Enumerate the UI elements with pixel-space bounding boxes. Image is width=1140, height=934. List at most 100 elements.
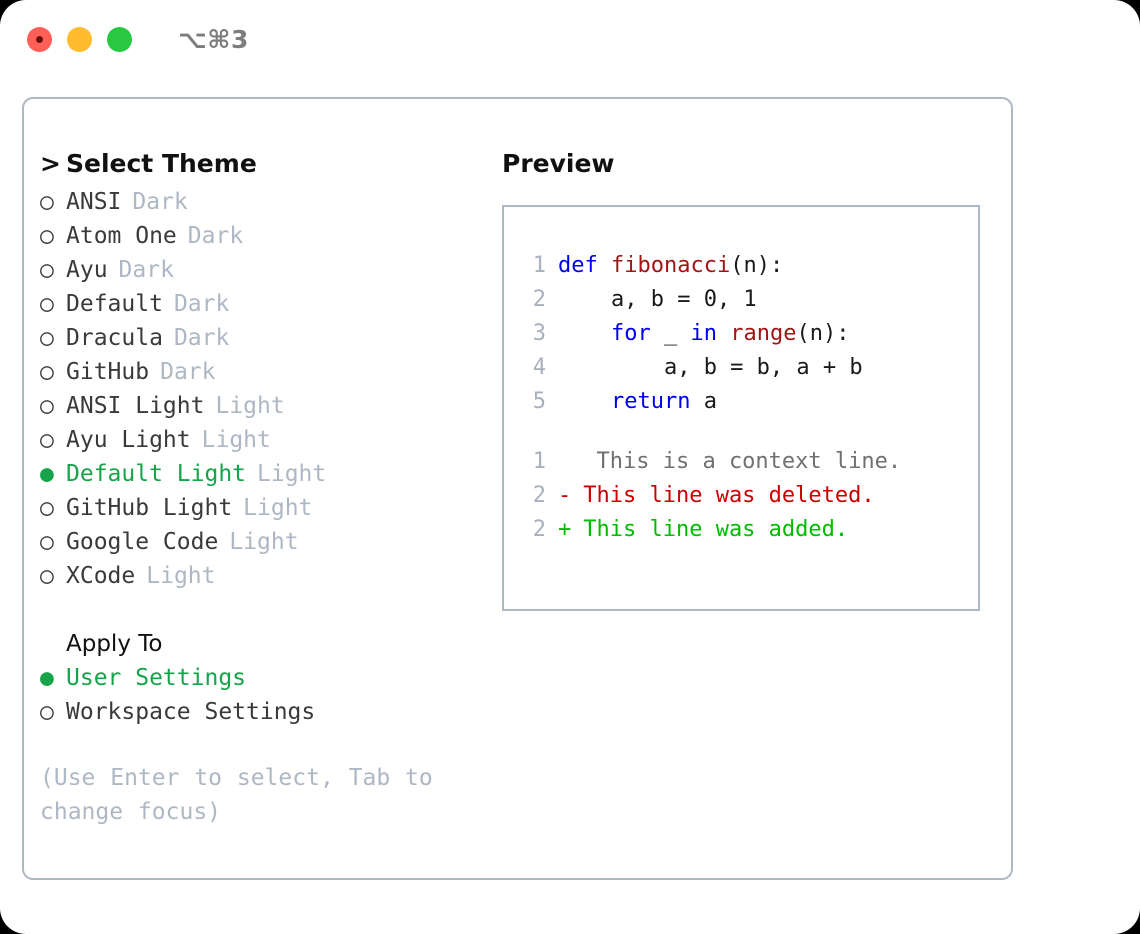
theme-variant-tag: Dark <box>173 291 230 317</box>
theme-name: GitHub <box>66 359 150 385</box>
code-line: 2 a, b = 0, 1 <box>518 283 970 317</box>
theme-list-item[interactable]: ○ GitHub Dark <box>40 355 490 389</box>
code-token: def <box>558 253 611 278</box>
window-title: ⌥⌘3 <box>178 24 249 54</box>
theme-variant-tag: Light <box>243 495 313 521</box>
code-line-text: def fibonacci(n): <box>558 249 783 283</box>
code-token: fibonacci <box>610 253 731 278</box>
code-token <box>558 389 611 414</box>
diff-line-number: 1 <box>532 449 546 474</box>
minimize-window-icon[interactable] <box>67 26 92 52</box>
apply-to-label: Apply To <box>66 631 163 657</box>
radio-unselected-icon[interactable]: ○ <box>40 563 54 589</box>
diff-line: 2+ This line was added. <box>518 513 970 547</box>
apply-to-option[interactable]: ○Workspace Settings <box>40 695 490 729</box>
select-theme-label: Select Theme <box>66 149 257 178</box>
theme-list-item[interactable]: ● Default Light Light <box>40 457 490 491</box>
code-line-text: a, b = b, a + b <box>558 351 863 385</box>
traffic-light-group <box>27 26 132 52</box>
radio-unselected-icon[interactable]: ○ <box>40 495 54 521</box>
theme-variant-tag: Light <box>257 461 327 487</box>
code-line-number: 2 <box>532 287 546 312</box>
window-titlebar: ⌥⌘3 <box>0 0 1140 78</box>
theme-list-item[interactable]: ○ Google Code Light <box>40 525 490 559</box>
code-line-number: 4 <box>532 355 546 380</box>
code-token: a, b = 0, 1 <box>558 287 757 312</box>
apply-to-option[interactable]: ● User Settings <box>40 661 490 695</box>
radio-unselected-icon[interactable]: ○ <box>40 325 54 351</box>
theme-variant-tag: Light <box>146 563 216 589</box>
diff-marker: - <box>558 483 572 508</box>
code-token <box>558 321 611 346</box>
radio-unselected-icon[interactable]: ○ <box>40 189 54 215</box>
close-window-icon[interactable] <box>27 26 52 52</box>
select-theme-header: > Select Theme <box>40 147 490 185</box>
radio-selected-icon[interactable]: ● <box>40 665 54 691</box>
radio-unselected-icon[interactable]: ○ <box>40 699 54 725</box>
theme-name: Google Code <box>66 529 219 555</box>
code-token: _ <box>650 321 691 346</box>
radio-unselected-icon[interactable]: ○ <box>40 427 54 453</box>
keyboard-hint-text: (Use Enter to select, Tab to change focu… <box>40 765 433 825</box>
prompt-caret-icon: > <box>40 149 61 178</box>
code-line-number: 5 <box>532 389 546 414</box>
code-token: a <box>690 389 717 414</box>
radio-unselected-icon[interactable]: ○ <box>40 529 54 555</box>
theme-variant-tag: Light <box>229 529 299 555</box>
theme-list-item[interactable]: ○ ANSI Light Light <box>40 389 490 423</box>
code-token: for <box>610 321 651 346</box>
code-token: range <box>730 321 797 346</box>
diff-line-number: 2 <box>532 517 546 542</box>
theme-variant-tag: Dark <box>118 257 174 283</box>
theme-name: Default <box>66 291 163 317</box>
theme-variant-tag: Light <box>201 427 271 453</box>
maximize-window-icon[interactable] <box>107 26 132 52</box>
diff-line-number: 2 <box>532 483 546 508</box>
code-line: 5 return a <box>518 385 970 419</box>
theme-name: ANSI Light <box>66 393 205 419</box>
radio-unselected-icon[interactable]: ○ <box>40 257 54 283</box>
diff-line: 1 This is a context line. <box>518 445 970 479</box>
apply-to-option-label: User Settings <box>66 665 247 691</box>
theme-variant-tag: Dark <box>173 325 230 351</box>
radio-unselected-icon[interactable]: ○ <box>40 393 54 419</box>
code-line-number: 3 <box>532 321 546 346</box>
radio-unselected-icon[interactable]: ○ <box>40 291 54 317</box>
theme-variant-tag: Dark <box>187 223 244 249</box>
theme-variant-tag: Dark <box>132 189 188 215</box>
theme-name: Atom One <box>66 223 177 249</box>
theme-list-item[interactable]: ○ GitHub Light Light <box>40 491 490 525</box>
code-line: 1 def fibonacci(n): <box>518 249 970 283</box>
theme-list-item[interactable]: ○ Dracula Dark <box>40 321 490 355</box>
code-token: a, b = b, a + b <box>558 355 863 380</box>
code-token <box>717 321 730 346</box>
code-line-text: for _ in range(n): <box>558 317 849 351</box>
theme-list-item[interactable]: ○ Atom One Dark <box>40 219 490 253</box>
radio-unselected-icon[interactable]: ○ <box>40 359 54 385</box>
radio-selected-icon[interactable]: ● <box>40 461 54 487</box>
diff-marker: + <box>558 517 572 542</box>
code-token: return <box>610 389 691 414</box>
code-token: (n): <box>730 253 784 278</box>
radio-unselected-icon[interactable]: ○ <box>40 223 54 249</box>
theme-name: Dracula <box>66 325 163 351</box>
theme-name: Default Light <box>66 461 247 487</box>
theme-list-item[interactable]: ○ Default Dark <box>40 287 490 321</box>
theme-name: GitHub Light <box>66 495 233 521</box>
diff-line-text: This is a context line. <box>570 449 902 474</box>
diff-marker <box>558 445 570 479</box>
preview-title: Preview <box>502 149 615 178</box>
theme-variant-tag: Light <box>215 393 285 419</box>
code-line: 4 a, b = b, a + b <box>518 351 970 385</box>
theme-variant-tag: Dark <box>160 359 216 385</box>
diff-preview: 1 This is a context line.2- This line wa… <box>518 445 970 547</box>
code-line-number: 1 <box>532 253 546 278</box>
